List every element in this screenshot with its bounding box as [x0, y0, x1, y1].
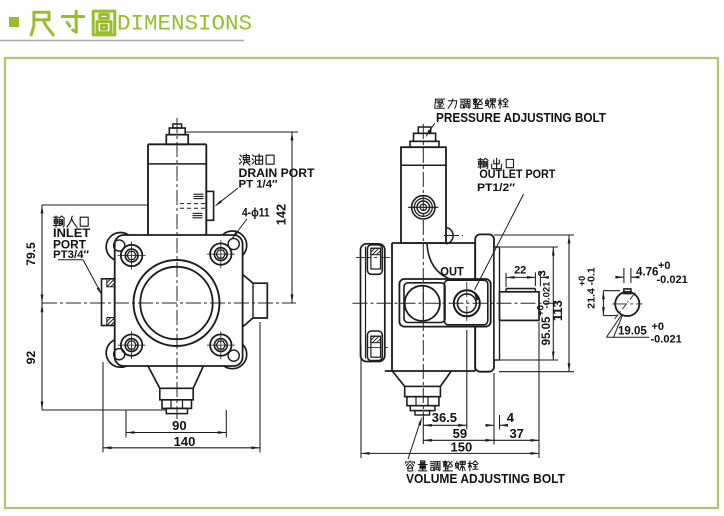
svg-text:36.5: 36.5 [432, 410, 457, 425]
svg-text:+0: +0 [652, 321, 665, 333]
svg-text:150: 150 [451, 440, 473, 455]
svg-text:-0.021: -0.021 [657, 274, 688, 286]
svg-text:21.4 -0.1: 21.4 -0.1 [586, 267, 598, 309]
svg-text:95.05: 95.05 [541, 316, 553, 345]
svg-text:22: 22 [514, 265, 526, 277]
svg-text:PT 1/4′′: PT 1/4′′ [239, 179, 278, 191]
svg-text:79.5: 79.5 [24, 242, 38, 266]
svg-text:+0: +0 [536, 305, 547, 316]
svg-text:+0: +0 [658, 260, 671, 272]
svg-text:PRESSURE ADJUSTING BOLT: PRESSURE ADJUSTING BOLT [436, 111, 606, 125]
svg-text:90: 90 [172, 418, 186, 433]
svg-text:4-ϕ11: 4-ϕ11 [242, 206, 270, 220]
svg-text:113: 113 [550, 300, 565, 321]
svg-text:37: 37 [509, 426, 523, 441]
svg-text:DRAIN PORT: DRAIN PORT [239, 166, 316, 180]
svg-text:DIMENSIONS: DIMENSIONS [117, 11, 252, 37]
svg-text:VOLUME ADJUSTING BOLT: VOLUME ADJUSTING BOLT [406, 472, 565, 486]
svg-text:-0.021: -0.021 [651, 334, 682, 346]
svg-text:4.76: 4.76 [636, 266, 658, 278]
svg-text:OUT: OUT [440, 265, 464, 279]
svg-text:140: 140 [174, 434, 196, 449]
svg-text:19.05: 19.05 [618, 326, 647, 338]
svg-text:4: 4 [507, 410, 515, 425]
svg-text:92: 92 [24, 351, 38, 365]
svg-text:PT1/2′′: PT1/2′′ [477, 182, 515, 194]
svg-text:142: 142 [274, 204, 289, 225]
svg-text:3: 3 [536, 270, 548, 276]
svg-text:INLET: INLET [53, 226, 91, 240]
svg-text:PT3/4′′: PT3/4′′ [53, 249, 89, 261]
svg-text:OUTLET PORT: OUTLET PORT [479, 167, 555, 181]
svg-text:-0.021: -0.021 [541, 281, 552, 309]
svg-text:59: 59 [453, 426, 467, 441]
svg-text:+0: +0 [577, 276, 587, 286]
svg-text:PORT: PORT [53, 238, 87, 252]
